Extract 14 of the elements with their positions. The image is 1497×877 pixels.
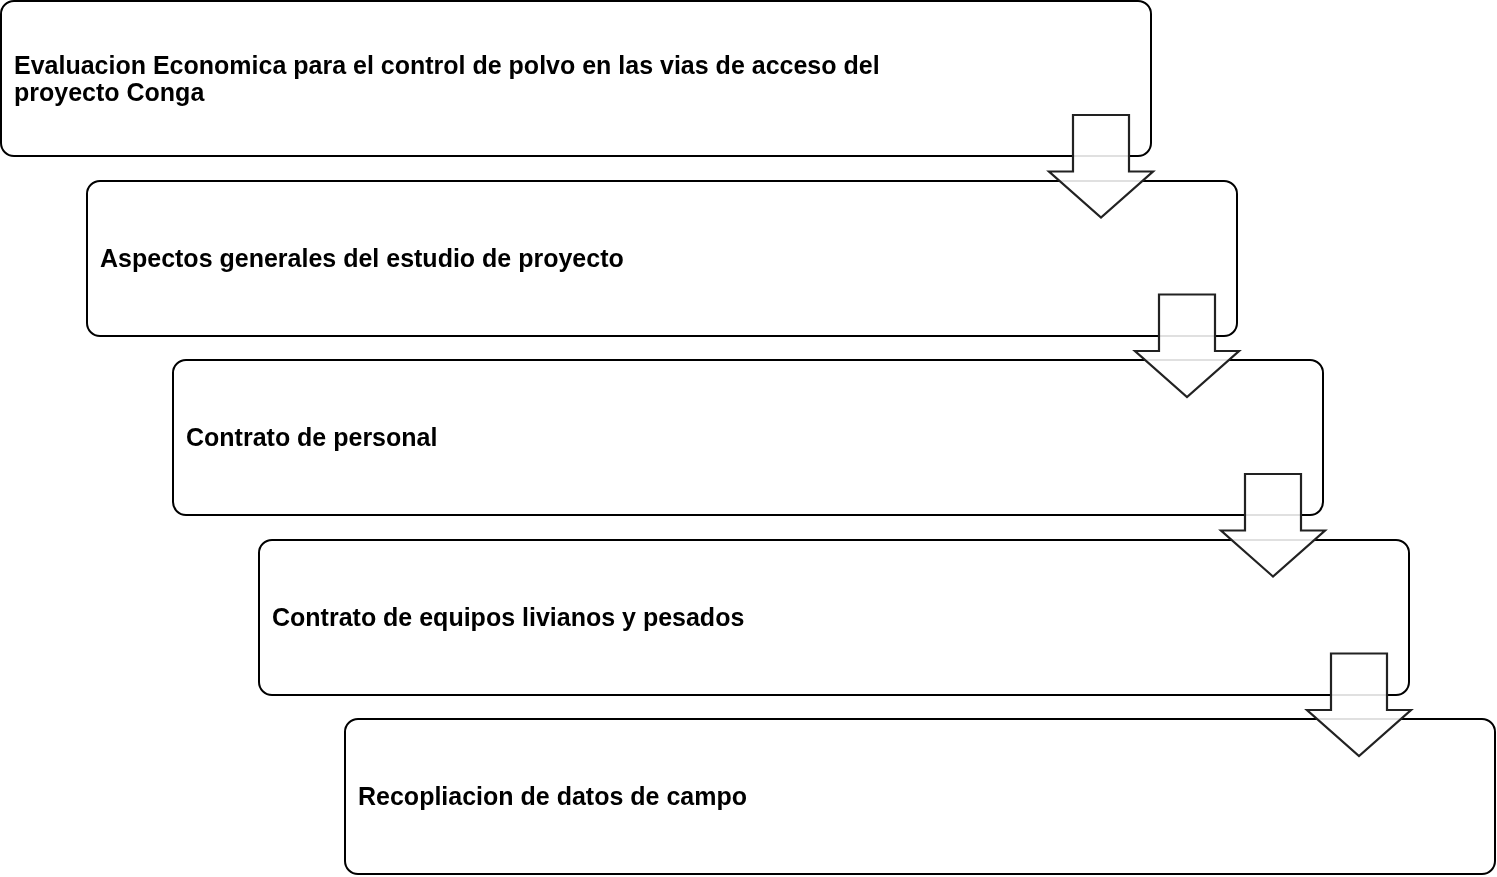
step-text: Aspectos generales del estudio de proyecto <box>100 244 624 272</box>
block-arrow <box>1218 472 1328 578</box>
block-arrow <box>1046 113 1156 219</box>
block-arrow <box>1132 293 1242 399</box>
step-text: Recopliacion de datos de campo <box>358 783 747 810</box>
process-box <box>172 359 1324 516</box>
step-text: Evaluacion Economica para el control de polvo en las vias de acceso del proyecto Conga <box>14 51 881 106</box>
step-text: Contrato de personal <box>186 424 438 451</box>
process-box <box>344 718 1496 875</box>
process-box <box>0 0 1152 157</box>
block-arrow <box>1304 652 1414 758</box>
step-text: Contrato de equipos livianos y pesados <box>272 603 745 631</box>
process-box <box>258 538 1410 696</box>
process-box <box>86 179 1238 337</box>
